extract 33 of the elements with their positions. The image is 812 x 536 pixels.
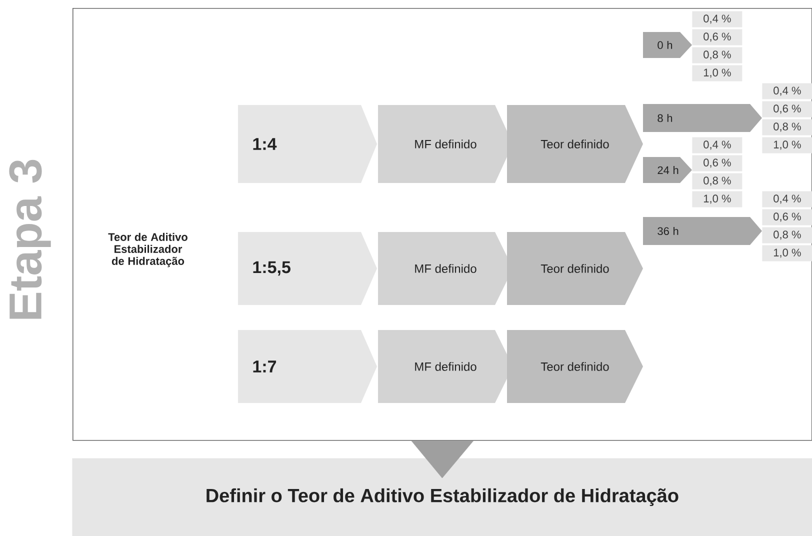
process-step: MF definido: [378, 105, 513, 183]
process-step: MF definido: [378, 330, 513, 403]
percent-cell: 1,0 %: [692, 191, 742, 208]
percent-cell: 1,0 %: [692, 65, 742, 82]
process-step: MF definido: [378, 232, 513, 305]
percent-cell: 0,6 %: [762, 101, 812, 118]
percent-cell: 0,8 %: [692, 47, 742, 64]
time-step: 0 h: [643, 32, 692, 58]
percent-cell: 0,6 %: [692, 29, 742, 46]
percent-cell: 0,8 %: [762, 227, 812, 244]
percent-cell: 0,6 %: [762, 209, 812, 226]
arrow-triangle: [411, 440, 474, 478]
percent-cell: 0,4 %: [692, 137, 742, 154]
percent-cell: 0,8 %: [692, 173, 742, 190]
vertical-title: Etapa 3: [9, 160, 51, 319]
side-label: Teor de Aditivo Estabilizador de Hidratação: [108, 232, 188, 268]
percent-cell: 0,6 %: [692, 155, 742, 172]
process-step: Teor definido: [507, 232, 643, 305]
process-step: 1:4: [238, 105, 377, 183]
process-step: Teor definido: [507, 330, 643, 403]
time-step: 36 h: [643, 217, 762, 245]
result-banner: Definir o Teor de Aditivo Estabilizador de Hidratação: [72, 458, 812, 536]
process-step: 1:5,5: [238, 232, 377, 305]
percent-cell: 1,0 %: [762, 137, 812, 154]
percent-cell: 1,0 %: [762, 245, 812, 262]
percent-cell: 0,4 %: [762, 191, 812, 208]
process-step: 1:7: [238, 330, 377, 403]
time-step: 8 h: [643, 104, 762, 132]
percent-cell: 0,4 %: [762, 83, 812, 100]
percent-cell: 0,4 %: [692, 11, 742, 28]
percent-cell: 0,8 %: [762, 119, 812, 136]
process-step: Teor definido: [507, 105, 643, 183]
time-step: 24 h: [643, 157, 692, 183]
